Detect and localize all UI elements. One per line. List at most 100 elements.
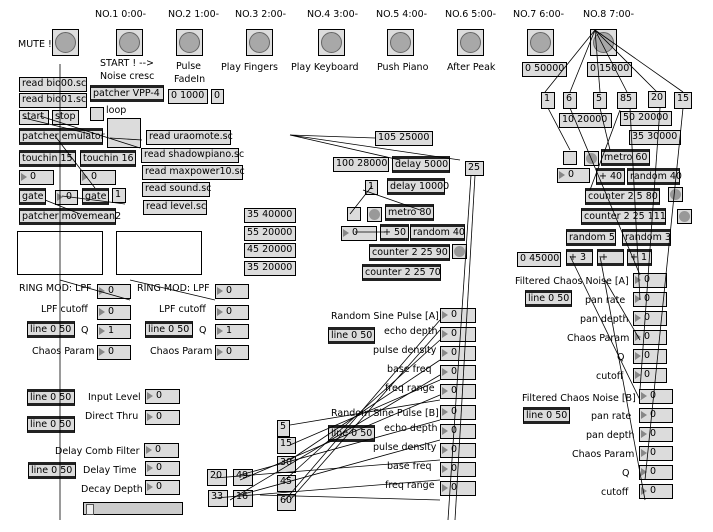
plus-40-object[interactable]: + 40 — [596, 168, 625, 185]
read-maxpower10-message[interactable]: read maxpower10.sc — [142, 165, 245, 180]
number-message[interactable]: 60 — [277, 494, 296, 511]
read-bio00-message[interactable]: read bio00.sc — [19, 77, 87, 92]
gate-object[interactable]: gate — [19, 188, 46, 205]
plus-1-object[interactable]: + 1 — [627, 249, 652, 266]
number-box[interactable]: 0 — [557, 168, 590, 183]
section-2-button[interactable] — [176, 29, 203, 56]
number-box[interactable]: 0 — [80, 170, 116, 185]
message-box[interactable]: 0 45000 — [517, 252, 561, 267]
number-message[interactable]: 15 — [674, 92, 692, 109]
message-box[interactable]: 100 28000 — [333, 157, 389, 172]
bang-button[interactable] — [668, 187, 683, 202]
sine-param-number[interactable]: 0 — [440, 365, 476, 380]
input-level-number[interactable]: 0 — [145, 389, 180, 404]
chaos-param-number[interactable]: 0 — [633, 273, 667, 288]
counter-object[interactable]: counter 2 25 90 — [369, 244, 450, 261]
ring-mod-number[interactable]: 0 — [97, 284, 131, 299]
mute-button[interactable] — [52, 29, 79, 56]
bang-button[interactable] — [584, 151, 599, 166]
bang-button[interactable] — [452, 244, 467, 259]
sine-param-number[interactable]: 0 — [440, 405, 476, 420]
chaos-param-number[interactable]: 0 — [215, 345, 249, 360]
metro-60-object[interactable]: metro 60 — [601, 149, 650, 166]
counter-object[interactable]: counter 2 25 111 — [581, 208, 666, 225]
line-object[interactable]: line 0 50 — [28, 462, 76, 479]
q-number[interactable]: 1 — [97, 324, 131, 339]
direct-thru-number[interactable]: 0 — [145, 410, 180, 425]
toggle[interactable] — [563, 151, 577, 165]
delay-comb-number[interactable]: 0 — [144, 443, 179, 458]
random-5-object[interactable]: random 5 — [566, 229, 616, 246]
sine-param-number[interactable]: 0 — [440, 327, 476, 342]
line-object[interactable]: line 0 50 — [328, 327, 375, 344]
number-message[interactable]: 20 — [648, 91, 666, 108]
chaos-param-number[interactable]: 0 — [639, 465, 673, 480]
number-box[interactable]: 0 — [19, 170, 54, 185]
chaos-param-number[interactable]: 0 — [633, 368, 667, 383]
preset-message[interactable]: 35 20000 — [244, 261, 296, 277]
delay-10000-object[interactable]: delay 10000 — [387, 178, 449, 195]
decay-slider[interactable] — [83, 502, 183, 515]
number-message[interactable]: 20 — [207, 469, 227, 486]
stop-message[interactable]: stop — [52, 110, 79, 125]
lpf-cutoff-number[interactable]: 0 — [215, 305, 249, 320]
touchin-16[interactable]: touchin 16 — [80, 150, 136, 167]
message-box[interactable]: 1 — [365, 180, 378, 195]
preset-message[interactable]: 55 20000 — [244, 225, 296, 241]
section-6-button[interactable] — [457, 29, 484, 56]
sine-param-number[interactable]: 0 — [440, 443, 476, 458]
message-box[interactable]: 1 — [112, 188, 126, 203]
chaos-param-number[interactable]: 0 — [639, 389, 673, 404]
plus-50-object[interactable]: + 50 — [380, 224, 409, 241]
patcher-emulator[interactable]: patcher emulator — [19, 128, 105, 145]
bang-button[interactable] — [677, 209, 692, 224]
chaos-param-number[interactable]: 0 — [633, 349, 667, 364]
patcher-vpp4[interactable]: patcher VPP-4 — [90, 85, 164, 102]
section-4-button[interactable] — [318, 29, 345, 56]
plus-3-object[interactable]: + 3 — [566, 249, 593, 266]
section-8-button[interactable] — [590, 29, 617, 56]
line-object[interactable]: line 0 50 — [145, 321, 193, 338]
read-sound-message[interactable]: read sound.sc — [142, 182, 211, 197]
chaos-param-number[interactable]: 0 — [639, 408, 673, 423]
chaos-param-number[interactable]: 0 — [633, 330, 667, 345]
read-level-message[interactable]: read level.sc — [143, 200, 207, 215]
number-message[interactable]: 6 — [563, 92, 577, 109]
random-40-object[interactable]: random 40 — [410, 224, 465, 241]
number-message[interactable]: 5 — [593, 92, 607, 109]
sine-param-number[interactable]: 0 — [440, 308, 476, 323]
read-bio01-message[interactable]: read bio01.sc — [19, 93, 87, 108]
number-message[interactable]: 85 — [617, 92, 637, 109]
chaos-param-number[interactable]: 0 — [639, 484, 673, 499]
line-object[interactable]: line 0 50 — [328, 425, 375, 442]
preset-message[interactable]: 45 20000 — [244, 243, 296, 259]
number-message[interactable]: 15 — [277, 437, 296, 454]
message-box[interactable]: 50 20000 — [620, 111, 672, 126]
line-object[interactable]: line 0 50 — [27, 416, 75, 433]
chaos-param-number[interactable]: 0 — [633, 292, 667, 307]
number-message[interactable]: 30 — [277, 456, 296, 473]
touchin-15[interactable]: touchin 15 — [19, 150, 76, 167]
line-object[interactable]: line 0 50 — [27, 389, 75, 406]
patcher-movemean2[interactable]: patcher movemean2 — [19, 208, 121, 225]
line-object[interactable]: line 0 50 — [523, 407, 570, 424]
metro-80-object[interactable]: metro 80 — [385, 204, 434, 221]
message-box[interactable]: 0 — [211, 89, 224, 104]
message-box[interactable]: 35 30000 — [629, 130, 681, 145]
chaos-param-number[interactable]: 0 — [97, 345, 131, 360]
counter-object[interactable]: counter 2 25 70 — [362, 264, 441, 281]
read-uraomote-message[interactable]: read uraomote.sc — [146, 130, 233, 145]
number-message[interactable]: 16 — [233, 490, 253, 507]
message-box[interactable]: 0 1000 — [168, 89, 208, 104]
chaos-param-number[interactable]: 0 — [639, 446, 673, 461]
random-3-object[interactable]: random 3 — [622, 229, 671, 246]
gate-object[interactable]: gate — [82, 188, 109, 205]
delay-5000-object[interactable]: delay 5000 — [392, 156, 450, 173]
message-box[interactable]: 25 — [465, 161, 484, 176]
random-40-object[interactable]: random 40 — [627, 168, 682, 185]
sine-param-number[interactable]: 0 — [440, 481, 476, 496]
message-box[interactable]: 105 25000 — [375, 131, 433, 146]
counter-object[interactable]: counter 2 5 80 — [585, 188, 660, 205]
number-message[interactable]: 5 — [277, 420, 290, 437]
section-1-button[interactable] — [116, 29, 143, 56]
